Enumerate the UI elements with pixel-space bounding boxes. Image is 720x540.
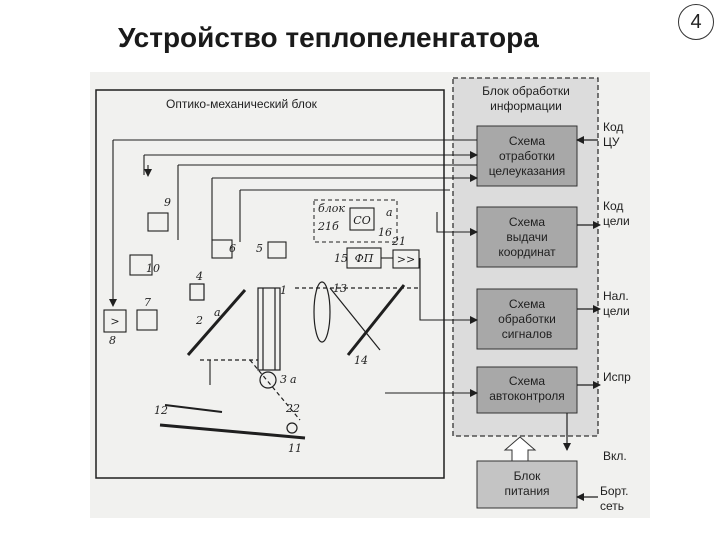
- ispr-label: Испр: [603, 370, 631, 384]
- num-2: 2: [195, 314, 203, 327]
- label-21b: 21б: [317, 220, 339, 233]
- nal-celi-label-line2: цели: [603, 304, 630, 318]
- box-target-designation-line2: отработки: [499, 149, 555, 163]
- box-self-test-line2: автоконтроля: [489, 389, 565, 403]
- label-fp: ФП: [355, 252, 374, 265]
- num-16: 16: [378, 226, 392, 239]
- optics: [159, 281, 420, 440]
- a-mark-top: а: [386, 206, 393, 219]
- power-hollow-arrow: [503, 436, 537, 462]
- kod-cu-label-line2: ЦУ: [603, 135, 620, 149]
- co-box: [349, 207, 375, 231]
- box-coordinate-output-line2: выдачи: [506, 230, 547, 244]
- num-22: 22: [285, 402, 300, 415]
- optomech-block-label: Оптико-механический блок: [166, 97, 318, 111]
- box-target-designation-line1: Схема: [509, 134, 545, 148]
- box-signal-processing: Схема обработки сигналов: [476, 288, 578, 350]
- optomech-block-frame: [95, 89, 445, 479]
- num-10: 10: [146, 262, 160, 275]
- box-target-designation-line3: целеуказания: [489, 164, 566, 178]
- label-co: СО: [353, 214, 370, 227]
- power-block-line1: Блок: [514, 469, 542, 483]
- num-21: 21: [391, 235, 406, 248]
- num-15: 15: [334, 252, 348, 265]
- bort-label-line1: Борт.: [600, 484, 628, 498]
- vkl-label: Вкл.: [603, 449, 627, 463]
- amp-box: [392, 249, 420, 269]
- box-self-test-line1: Схема: [509, 374, 545, 388]
- page-number-badge: 4: [678, 4, 714, 40]
- box-signal-processing-line2: обработки: [498, 312, 556, 326]
- box-7: [136, 309, 158, 331]
- box-6: [211, 239, 233, 259]
- num-11: 11: [288, 442, 302, 455]
- box-self-test: Схема автоконтроля: [476, 366, 578, 414]
- num-3: 3: [280, 373, 287, 386]
- box-9: [147, 212, 169, 232]
- num-14: 14: [354, 354, 368, 367]
- box-coordinate-output: Схема выдачи координат: [476, 206, 578, 268]
- info-block-title-line2: информации: [490, 99, 562, 113]
- box-coordinate-output-line1: Схема: [509, 215, 545, 229]
- slide-title: Устройство теплопеленгатора: [118, 22, 539, 53]
- wires-other-boxes: [209, 212, 478, 397]
- power-block: Блок питания: [476, 460, 578, 509]
- label-amp: >>: [397, 253, 415, 266]
- box-5: [267, 241, 287, 259]
- num-13: 13: [333, 282, 347, 295]
- kod-celi-label-line1: Код: [603, 199, 623, 213]
- box-target-designation: Схема отработки целеуказания: [476, 125, 578, 187]
- kod-cu-label-line1: Код: [603, 120, 623, 134]
- nal-celi-label-line1: Нал.: [603, 289, 629, 303]
- kod-celi-label-line2: цели: [603, 214, 630, 228]
- box-10: [129, 254, 153, 276]
- num-9: 9: [164, 196, 171, 209]
- num-12: 12: [154, 404, 168, 417]
- num-7: 7: [144, 296, 151, 309]
- num-5: 5: [256, 242, 263, 255]
- num-8: 8: [109, 334, 116, 347]
- box-coordinate-output-line3: координат: [498, 245, 556, 259]
- a-mark-bottom: а: [290, 373, 297, 386]
- num-6: 6: [229, 242, 236, 255]
- bort-label-line2: сеть: [600, 499, 624, 513]
- info-block-title-line1: Блок обработки: [482, 84, 570, 98]
- power-block-line2: питания: [504, 484, 549, 498]
- num-4: 4: [195, 270, 203, 283]
- label-blok: блок: [318, 202, 345, 215]
- num-1: 1: [280, 284, 287, 297]
- box-signal-processing-line3: сигналов: [502, 327, 553, 341]
- box-signal-processing-line1: Схема: [509, 297, 545, 311]
- a-mark-mid: а: [214, 306, 221, 319]
- wires-target-designation: [109, 139, 478, 307]
- comparator-box: [103, 309, 127, 333]
- label-cmp: >: [110, 315, 119, 328]
